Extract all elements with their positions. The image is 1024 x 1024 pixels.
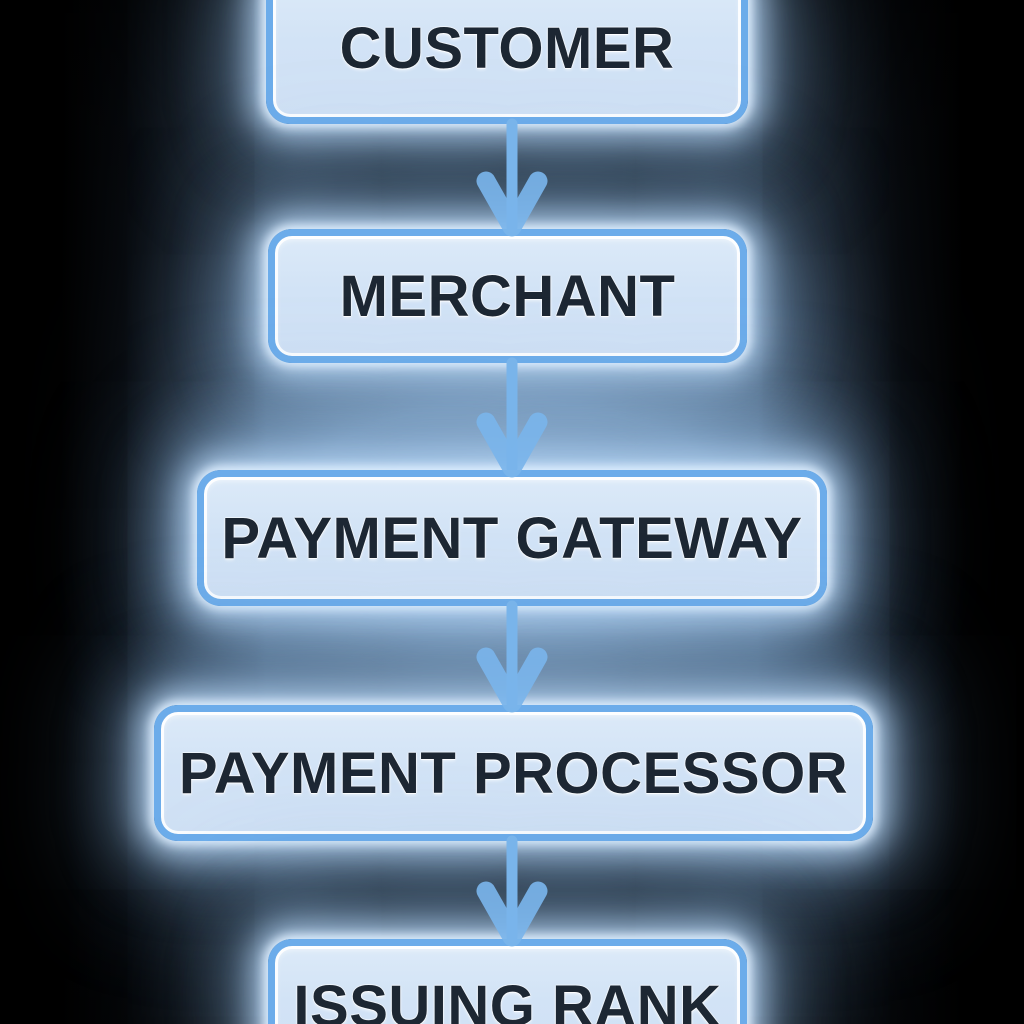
edge-processor-issuing-rank (476, 835, 548, 947)
node-label-customer: CUSTOMER (339, 15, 675, 81)
edge-gateway-processor (476, 600, 548, 713)
node-merchant[interactable]: MERCHANT (268, 229, 747, 363)
node-issuing-rank[interactable]: ISSUING RANK (268, 939, 747, 1024)
node-label-payment-processor: PAYMENT PROCESSOR (178, 740, 849, 806)
down-arrow-icon (476, 118, 548, 237)
edge-customer-merchant (476, 118, 548, 237)
node-label-payment-gateway: PAYMENT GATEWAY (221, 505, 803, 571)
node-customer[interactable]: CUSTOMER (266, 0, 748, 124)
node-label-merchant: MERCHANT (339, 263, 676, 329)
down-arrow-icon (476, 835, 548, 947)
node-payment-processor[interactable]: PAYMENT PROCESSOR (154, 705, 873, 841)
node-label-issuing-rank: ISSUING RANK (293, 973, 722, 1024)
down-arrow-icon (476, 357, 548, 478)
edge-merchant-gateway (476, 357, 548, 478)
node-payment-gateway[interactable]: PAYMENT GATEWAY (197, 470, 827, 606)
down-arrow-icon (476, 600, 548, 713)
